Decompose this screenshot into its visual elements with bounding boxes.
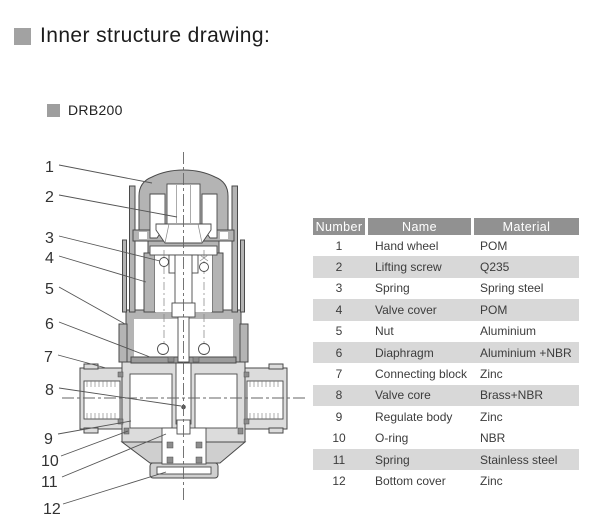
part-number: 11 [332,452,346,467]
part-name: Spring [375,452,410,467]
callout-number: 9 [44,431,53,448]
page-title: Inner structure drawing: [40,24,271,47]
part-name: Bottom cover [375,473,446,488]
table-row: 4 Valve cover POM [313,299,579,321]
model-bullet-icon [47,103,60,117]
part-name: Regulate body [375,409,453,424]
part-material: NBR [480,431,506,446]
part-material: Zinc [480,409,503,424]
table-row: 12 Bottom cover Zinc [313,470,579,491]
bottom-spring [166,441,203,464]
part-number: 6 [335,345,343,360]
page-title-row: Inner structure drawing: [14,24,270,48]
table-row: 9 Regulate body Zinc [313,406,579,427]
part-material: Q235 [480,260,510,275]
callout-number: 3 [45,230,54,247]
table-row: 7 Connecting block Zinc [313,363,579,384]
callout-number: 7 [44,349,53,366]
callout-number: 12 [43,501,61,518]
part-number: 10 [332,431,346,446]
callout-numbers: 1 2 3 4 5 6 7 8 9 10 11 12 [41,159,61,518]
part-material: Aluminium [480,324,537,339]
port-threads [86,381,279,419]
part-number: 7 [335,367,343,382]
part-number: 5 [335,324,343,339]
col-header-material: Material [474,218,579,235]
table-row: 2 Lifting screw Q235 [313,256,579,278]
part-name: Connecting block [375,367,468,382]
part-name: Nut [375,324,394,339]
callout-number: 5 [45,281,54,298]
part-material: Spring steel [480,281,544,296]
part-number: 3 [335,281,343,296]
model-label: DRB200 [68,102,123,118]
table-row: 11 Spring Stainless steel [313,448,579,471]
parts-table-header: Number Name Material [313,218,579,235]
callout-number: 1 [45,159,54,176]
part-material: Brass+NBR [480,388,544,403]
part-number: 9 [335,409,343,424]
part-material: POM [480,302,508,317]
part-name: Spring [375,281,410,296]
part-material: Zinc [480,473,503,488]
table-row: 10 O-ring NBR [313,428,579,449]
part-number: 8 [335,388,343,403]
table-row: 6 Diaphragm Aluminium +NBR [313,341,579,364]
title-bullet-icon [14,27,31,45]
part-name: Hand wheel [375,238,439,253]
table-row: 5 Nut Aluminium [313,321,579,342]
callout-number: 10 [41,453,59,470]
part-number: 1 [335,238,343,253]
part-number: 12 [332,473,346,488]
part-name: Valve cover [375,302,437,317]
part-material: Stainless steel [480,452,558,467]
part-material: Zinc [480,367,503,382]
part-number: 4 [335,302,343,317]
part-material: Aluminium +NBR [480,345,572,360]
callout-leader-lines [57,164,182,505]
callout-number: 6 [45,316,54,333]
col-header-name: Name [368,218,471,235]
table-row: 8 Valve core Brass+NBR [313,384,579,407]
col-header-number: Number [313,218,365,235]
callout-number: 2 [45,189,54,206]
table-row: 1 Hand wheel POM [313,235,579,256]
part-name: O-ring [375,431,409,446]
o-ring-seals [117,371,250,435]
callout-number: 8 [45,382,54,399]
part-name: Diaphragm [375,345,434,360]
model-label-row: DRB200 [47,102,123,118]
part-material: POM [480,238,508,253]
part-name: Valve core [375,388,431,403]
part-number: 2 [335,260,343,275]
callout-number: 4 [45,250,54,267]
part-name: Lifting screw [375,260,442,275]
table-row: 3 Spring Spring steel [313,278,579,299]
callout-number: 11 [41,474,58,491]
